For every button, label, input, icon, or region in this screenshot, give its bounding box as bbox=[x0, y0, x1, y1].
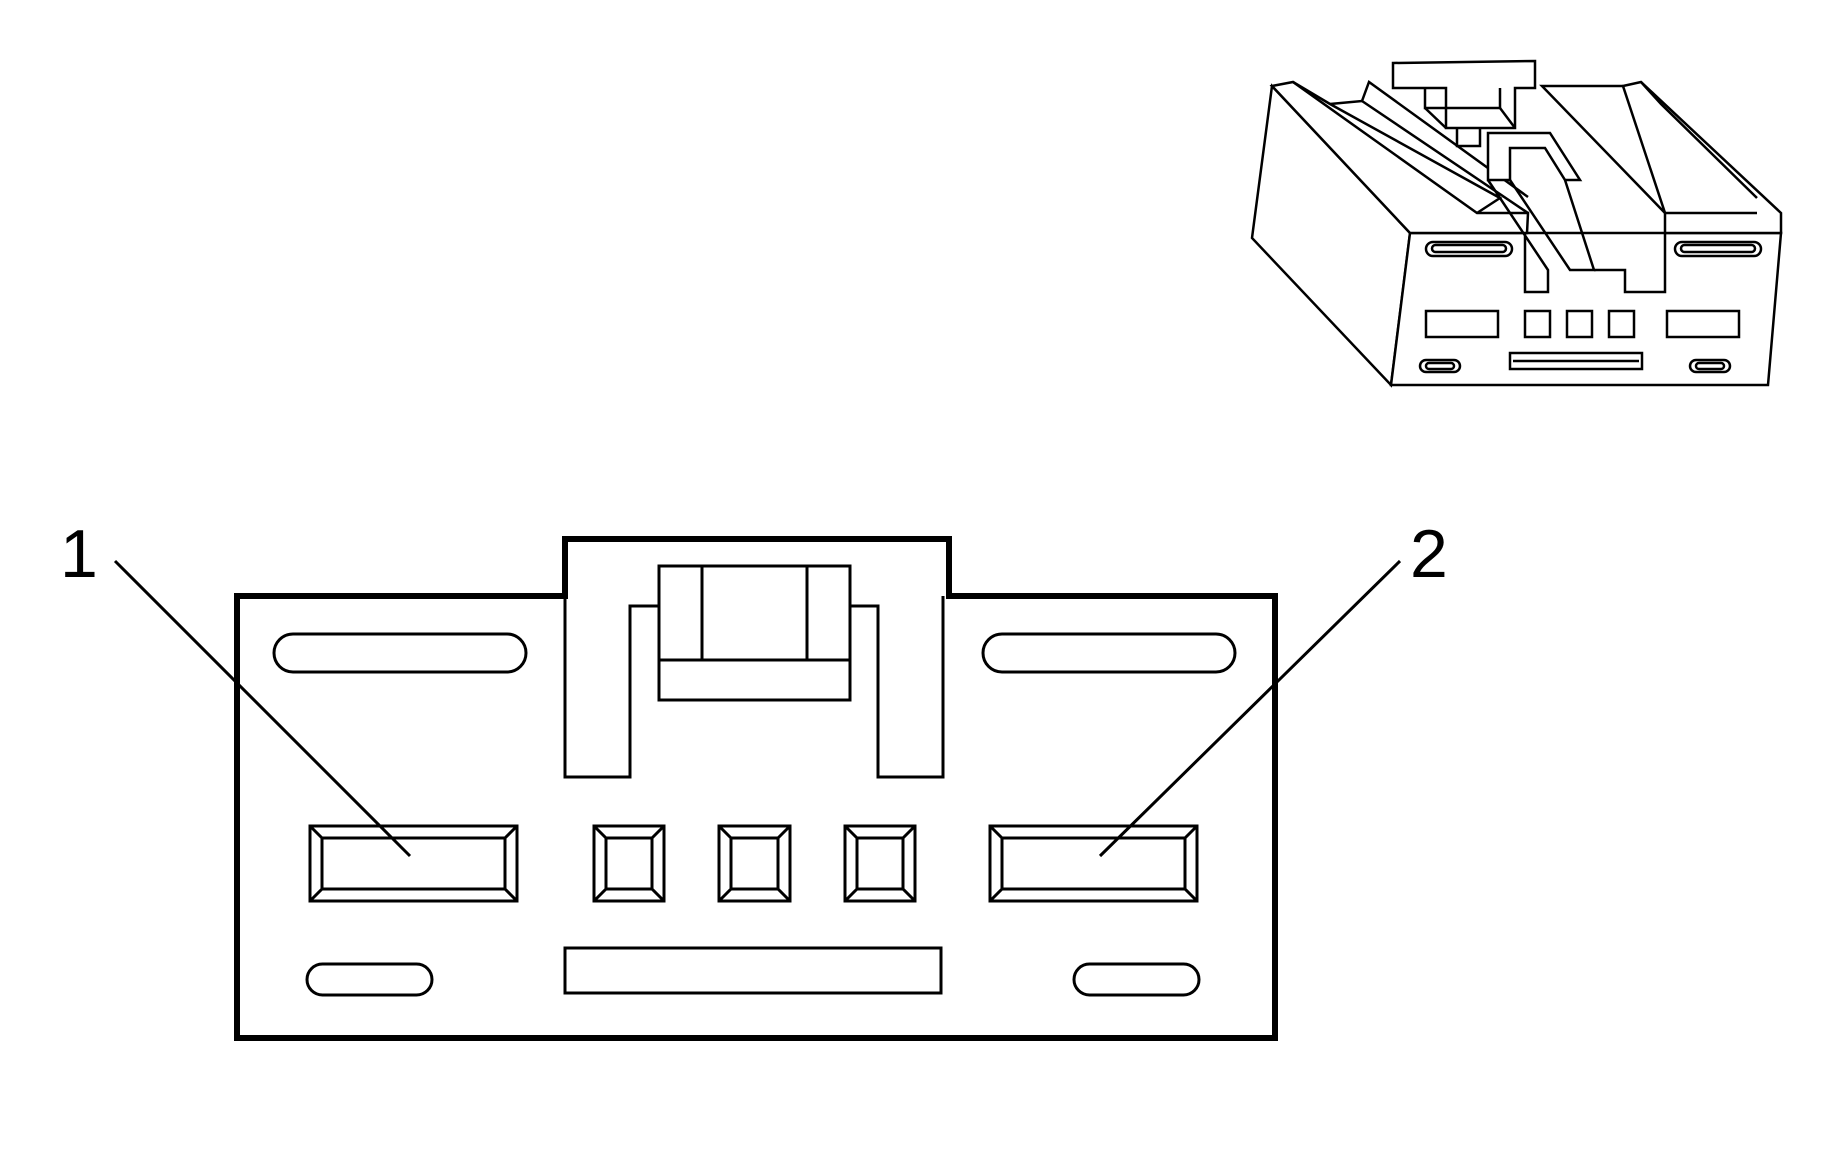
callout-1-label: 1 bbox=[60, 516, 98, 592]
callout-2-leader bbox=[1098, 559, 1402, 858]
iso-front-face bbox=[1389, 231, 1783, 387]
iso-cavity-small-b bbox=[1565, 309, 1594, 339]
terminal-cavity-2 bbox=[988, 824, 1199, 903]
iso-cavity-2 bbox=[1665, 309, 1741, 339]
iso-cavity-small-c bbox=[1607, 309, 1636, 339]
terminal-cavity-1 bbox=[308, 824, 519, 903]
top-left-slot bbox=[272, 632, 528, 674]
housing-outline bbox=[234, 536, 1278, 1041]
callout-2: 2 bbox=[1098, 516, 1448, 858]
iso-top-right-slot bbox=[1673, 240, 1763, 258]
bottom-left-slot bbox=[305, 962, 434, 997]
bottom-center-slot bbox=[563, 946, 943, 995]
iso-bottom-center-slot bbox=[1508, 351, 1644, 371]
iso-cavity-small-a bbox=[1523, 309, 1552, 339]
callout-1-leader bbox=[113, 559, 412, 858]
terminal-cavity-small-b bbox=[717, 824, 792, 903]
iso-right-rail bbox=[1621, 80, 1783, 235]
connector-isometric-view bbox=[1250, 59, 1783, 388]
top-right-slot bbox=[981, 632, 1237, 674]
iso-latch-arm bbox=[1486, 131, 1583, 182]
connector-front-view bbox=[234, 536, 1278, 1041]
iso-top-left-slot bbox=[1424, 240, 1514, 258]
bottom-right-slot bbox=[1072, 962, 1201, 997]
terminal-cavity-small-c bbox=[843, 824, 917, 903]
callout-2-label: 2 bbox=[1410, 516, 1448, 592]
iso-latch bbox=[1391, 59, 1537, 130]
terminal-cavity-small-a bbox=[592, 824, 666, 903]
iso-bottom-right-slot bbox=[1688, 358, 1732, 374]
iso-cavity-1 bbox=[1424, 309, 1500, 339]
iso-bottom-left-slot bbox=[1418, 358, 1462, 374]
locking-latch bbox=[563, 564, 945, 779]
callout-1: 1 bbox=[60, 516, 412, 858]
